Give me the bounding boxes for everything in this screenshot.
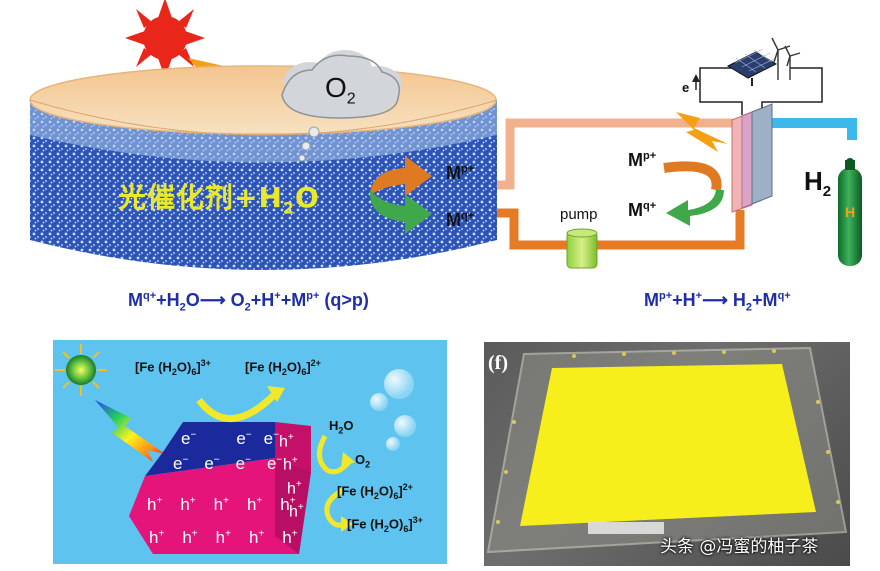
mq-label-right: Mq+ [628, 200, 657, 220]
hole: h+ [215, 528, 231, 548]
hole-row: h+ h+ h+ h+ h+ [149, 520, 298, 554]
fe-reduction-arrow [196, 391, 278, 423]
reduction-arrow-green [666, 190, 724, 226]
electron: e− [173, 454, 189, 474]
pipes [497, 118, 857, 250]
electron: e− [181, 428, 197, 448]
electron-row: e− e− e− [181, 424, 282, 450]
reactor-tank [29, 65, 498, 270]
equation-right: Mp++H+⟶ H2+Mq+ [644, 290, 791, 314]
mp-label-left: Mp+ [446, 163, 475, 183]
fe-reduction-arrow-head [267, 386, 285, 402]
hole: h+ [289, 501, 304, 521]
electron: e− [263, 428, 279, 448]
water-oxidation-arrow [317, 434, 351, 475]
lightning-icon-right [676, 112, 728, 152]
photocatalyst-panel: e−e−e− e−e−e−e− h+ h+ h+ h+ h+h+h+h+h+ h… [53, 340, 447, 564]
electron: e− [204, 454, 220, 474]
watermark: 头条 @冯蜜的柚子茶 [660, 537, 819, 557]
electron-arrow-icon [692, 74, 700, 82]
bubbles [370, 369, 416, 451]
yellow-film [520, 364, 816, 526]
hole: h+ [279, 432, 294, 451]
water-oxidation-arrow-head [341, 452, 355, 468]
oxygen-cloud [281, 50, 402, 162]
hole: h+ [282, 528, 298, 548]
fe2-label-bottom: [Fe (H2O)6]2+ [337, 482, 413, 501]
electron-label: e [682, 80, 690, 95]
hole: h+ [147, 494, 163, 514]
mq-label-left: Mq+ [446, 210, 475, 230]
film-photo-panel: (f) [484, 342, 850, 566]
cycle-arrow-orange [370, 156, 432, 196]
o2-label: O2 [355, 452, 371, 470]
reduction-arrow-orange [663, 161, 722, 191]
fe2-label-top: [Fe (H2O)6]2+ [245, 358, 321, 377]
electron: e− [266, 454, 283, 474]
hole-group-front: h+ h+ h+ h+ h+ h+ h+ h+ h+ h+ [147, 486, 298, 553]
fe3-label-top: [Fe (H2O)6]3+ [135, 358, 211, 377]
hole-group-side: h+ h+ h+ h+ [279, 428, 304, 521]
hole: h+ [248, 528, 265, 548]
wind-turbine-icon [771, 37, 801, 80]
hole: h+ [283, 455, 298, 474]
hole: h+ [182, 528, 198, 548]
light-beam-icon [95, 400, 165, 462]
top-diagram [29, 0, 862, 270]
fe3-label-bottom: [Fe (H2O)6]3+ [347, 515, 423, 534]
hole: h+ [149, 528, 165, 548]
mp-label-right: Mp+ [628, 150, 657, 170]
catalyst-crystal [129, 422, 311, 554]
film-photo [486, 346, 848, 554]
electron: e− [235, 454, 251, 474]
tank-label: 光催化剂+H2O [118, 181, 320, 218]
electrolyzer-cell [731, 103, 773, 213]
pump-icon [566, 228, 598, 269]
equation-left: Mq++H2O⟶ O2+H++Mp+ (q>p) [128, 290, 369, 314]
pump-label: pump [560, 206, 598, 223]
fe-oxidation-arrow-head [341, 516, 353, 532]
hole-row: h+ h+ h+ h+ h+ [147, 486, 298, 520]
plate-dots [496, 349, 840, 524]
hole: h+ [280, 494, 296, 514]
solar-panel-icon [726, 48, 778, 86]
hole: h+ [246, 494, 263, 514]
hole: h+ [180, 494, 196, 514]
cycle-arrow-green [369, 190, 432, 234]
cylinder-label: H [845, 204, 856, 220]
label-sticker [588, 522, 664, 534]
fe-oxidation-arrow [324, 487, 346, 528]
h2-label: H2 [804, 166, 832, 201]
sun-icon [55, 344, 107, 396]
hole: h+ [213, 494, 229, 514]
h2o-label: H2O [329, 418, 354, 436]
crystal-diagram [55, 344, 416, 554]
electron: e− [236, 428, 252, 448]
sun-icon [125, 0, 205, 78]
hydrogen-cylinder-icon [838, 158, 862, 266]
circuit-wire [695, 67, 823, 115]
hole: h+ [287, 478, 302, 497]
cloud-o2-label: O2 [325, 72, 356, 108]
electron-group: e− e− e− e− e− e− e− [173, 424, 282, 475]
panel-label-f: (f) [488, 352, 508, 374]
electron-row: e− e− e− e− [173, 450, 282, 476]
